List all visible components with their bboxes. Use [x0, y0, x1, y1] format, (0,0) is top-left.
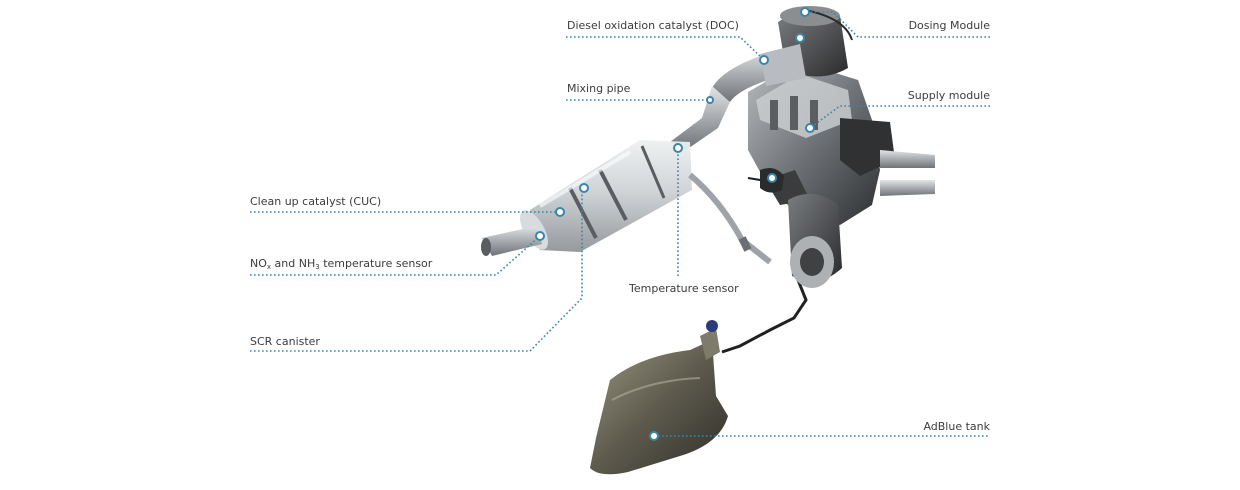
mixing-pipe — [670, 86, 730, 150]
label-adblue-tank: AdBlue tank — [923, 420, 990, 433]
dot-doc — [759, 55, 769, 65]
supply-module — [760, 168, 842, 288]
leader-scr — [250, 190, 583, 352]
engine — [748, 62, 935, 225]
dot-nox — [535, 231, 545, 241]
dot-adblue — [649, 431, 659, 441]
label-doc: Diesel oxidation catalyst (DOC) — [567, 19, 739, 32]
leader-dosing — [805, 11, 990, 38]
dot-scr — [579, 183, 589, 193]
dot-temp — [673, 143, 683, 153]
callout-dots — [535, 7, 815, 441]
dot-mixing — [706, 96, 714, 104]
label-mixing-pipe: Mixing pipe — [567, 82, 631, 95]
dot-supply — [805, 123, 815, 133]
leader-doc — [566, 36, 765, 61]
label-nox-sensor: NOx and NH3 temperature sensor — [250, 257, 433, 271]
adblue-tank-shape — [590, 320, 728, 475]
dot-dosing — [800, 7, 810, 17]
dosing-lines — [688, 172, 808, 354]
dot-pump — [767, 173, 777, 183]
dot-cuc — [555, 207, 565, 217]
leader-nox — [250, 235, 541, 276]
label-cuc: Clean up catalyst (CUC) — [250, 195, 382, 208]
label-dosing-module: Dosing Module — [908, 19, 990, 32]
dot-dosing-2 — [795, 33, 805, 43]
leader-lines — [250, 11, 990, 437]
doc-pipe — [712, 44, 806, 102]
tailpipe — [481, 226, 542, 256]
label-scr-canister: SCR canister — [250, 335, 320, 348]
label-supply-module: Supply module — [907, 89, 990, 102]
label-temperature-sensor: Temperature sensor — [629, 282, 739, 295]
